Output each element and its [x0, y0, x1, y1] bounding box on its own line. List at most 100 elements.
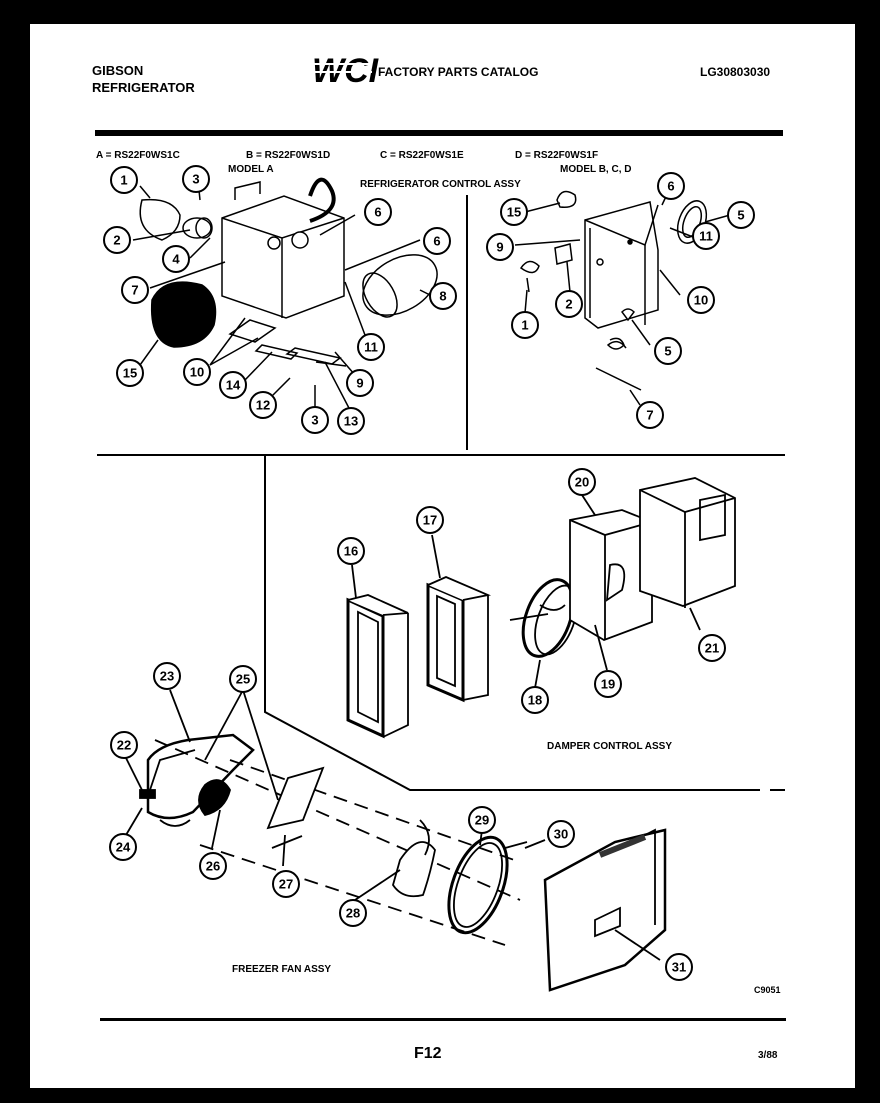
callout: 3 — [182, 165, 210, 193]
callout-number: 20 — [575, 475, 589, 490]
callout: 25 — [229, 665, 257, 693]
damper-control-art — [346, 477, 736, 739]
callout: 28 — [339, 899, 367, 927]
callout-number: 18 — [528, 693, 542, 708]
callout: 4 — [162, 245, 190, 273]
callout-number: 3 — [311, 413, 318, 428]
callout: 14 — [219, 371, 247, 399]
freezer-fan-art — [125, 689, 667, 992]
callout-number: 15 — [507, 205, 521, 220]
callout: 22 — [110, 731, 138, 759]
callout-number: 22 — [117, 738, 131, 753]
callout-number: 1 — [120, 173, 127, 188]
brand-text: GIBSON — [92, 63, 143, 78]
model-bcd-control-art — [514, 187, 731, 406]
model-bcd-label: MODEL B, C, D — [560, 164, 631, 175]
callout: 2 — [555, 290, 583, 318]
callout-number: 12 — [256, 398, 270, 413]
callout: 9 — [486, 233, 514, 261]
callout: 13 — [337, 407, 365, 435]
callout: 29 — [468, 806, 496, 834]
callout-number: 5 — [664, 344, 671, 359]
page-number: F12 — [414, 1045, 442, 1062]
catalog-number: LG30803030 — [700, 65, 770, 79]
callout: 15 — [116, 359, 144, 387]
callout-number: 15 — [123, 366, 137, 381]
callout-number: 8 — [439, 289, 446, 304]
callout: 18 — [521, 686, 549, 714]
callout-number: 25 — [236, 672, 250, 687]
callout: 7 — [636, 401, 664, 429]
model-b-code: B = RS22F0WS1D — [246, 150, 330, 161]
callout: 30 — [547, 820, 575, 848]
model-a-control-art — [132, 177, 438, 411]
callout: 11 — [357, 333, 385, 361]
header-rule — [95, 130, 783, 136]
callout-number: 13 — [344, 414, 358, 429]
callout: 27 — [272, 870, 300, 898]
callout: 1 — [110, 166, 138, 194]
revision-date: 3/88 — [758, 1050, 778, 1061]
callout-number: 19 — [601, 677, 615, 692]
callout: 11 — [692, 222, 720, 250]
callouts-fan: 23 25 22 24 26 27 29 30 28 31 — [109, 662, 693, 981]
callout-number: 11 — [699, 229, 713, 244]
callout: 2 — [103, 226, 131, 254]
callout-number: 7 — [131, 283, 138, 298]
callout: 31 — [665, 953, 693, 981]
callout: 26 — [199, 852, 227, 880]
diagram-code: C9051 — [754, 985, 781, 995]
product-text: REFRIGERATOR — [92, 80, 195, 95]
callout-number: 6 — [374, 205, 381, 220]
callout: 6 — [364, 198, 392, 226]
callout-number: 24 — [116, 840, 131, 855]
callout: 19 — [594, 670, 622, 698]
footer-rule — [100, 1018, 786, 1021]
callout-number: 16 — [344, 544, 358, 559]
callouts-left-panel: 1 3 2 4 6 6 8 7 11 15 10 14 12 9 3 13 — [103, 165, 457, 435]
callout: 10 — [183, 358, 211, 386]
callout-number: 1 — [521, 318, 528, 333]
callout: 12 — [249, 391, 277, 419]
model-d-code: D = RS22F0WS1F — [515, 150, 598, 161]
callout-number: 27 — [279, 877, 293, 892]
callout: 20 — [568, 468, 596, 496]
callout: 24 — [109, 833, 137, 861]
callout-number: 9 — [496, 240, 503, 255]
callout: 6 — [657, 172, 685, 200]
model-a-label: MODEL A — [228, 164, 274, 175]
callout-number: 28 — [346, 906, 360, 921]
callout-number: 5 — [737, 208, 744, 223]
callout: 15 — [500, 198, 528, 226]
callout-number: 10 — [694, 293, 708, 308]
callout: 9 — [346, 369, 374, 397]
model-c-code: C = RS22F0WS1E — [380, 150, 464, 161]
callout: 1 — [511, 311, 539, 339]
callout: 23 — [153, 662, 181, 690]
callout-number: 4 — [172, 252, 180, 267]
catalog-title: FACTORY PARTS CATALOG — [378, 65, 538, 79]
callout-number: 7 — [646, 408, 653, 423]
callout: 7 — [121, 276, 149, 304]
callout: 3 — [301, 406, 329, 434]
callout: 6 — [423, 227, 451, 255]
callouts-damper: 16 17 20 18 19 21 — [337, 468, 726, 714]
callout: 10 — [687, 286, 715, 314]
callout-number: 14 — [226, 378, 241, 393]
damper-control-title: DAMPER CONTROL ASSY — [547, 741, 672, 752]
callout-number: 31 — [672, 960, 686, 975]
callout-number: 2 — [113, 233, 120, 248]
model-a-code: A = RS22F0WS1C — [96, 150, 180, 161]
callout: 17 — [416, 506, 444, 534]
wci-logo: WCI — [312, 52, 380, 90]
callout-number: 2 — [565, 297, 572, 312]
callout-number: 10 — [190, 365, 204, 380]
light-bulb-shape — [139, 198, 181, 241]
callout: 5 — [654, 337, 682, 365]
damper-section-border — [264, 455, 785, 791]
callout-number: 9 — [356, 376, 363, 391]
callout-number: 23 — [160, 669, 174, 684]
callout: 21 — [698, 634, 726, 662]
